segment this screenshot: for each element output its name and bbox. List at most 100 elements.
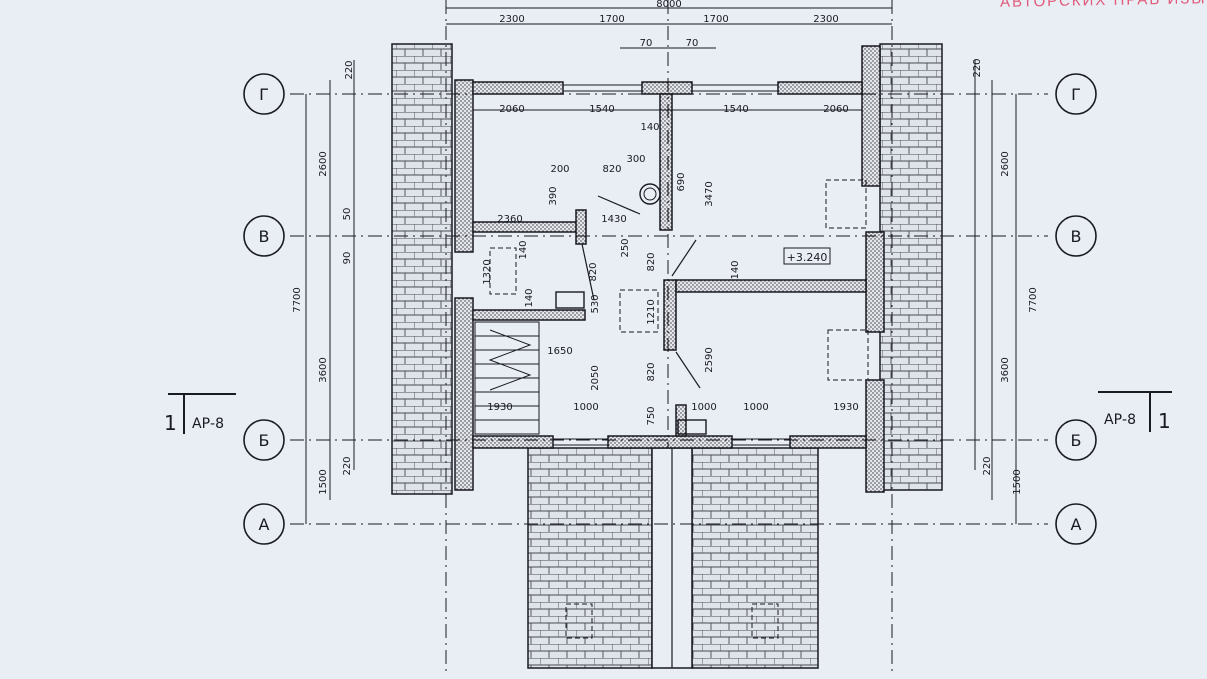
dim-interior-1: 2060 [499, 104, 524, 115]
section-right-sheet: АР-8 [1104, 412, 1136, 428]
dimension-lines [305, 7, 1017, 524]
roof-tiles-bottom-left [527, 447, 653, 669]
dim-right-4: 1500 [1012, 469, 1023, 494]
dim-interior-18: 1320 [482, 259, 493, 284]
staircase [474, 321, 540, 435]
axis-right-4: А [1071, 515, 1082, 534]
wall-mid-left [472, 221, 584, 233]
axis-grid [290, 0, 1048, 675]
chimney-round [639, 183, 661, 205]
dim-interior-9: 390 [548, 186, 559, 205]
sink-left [555, 291, 585, 309]
dim-interior-10: 690 [676, 172, 687, 191]
hatch-dashed-3 [619, 289, 659, 333]
axis-bubbles-left [243, 73, 285, 545]
wall-stair-top [472, 309, 586, 321]
section-left-number: 1 [164, 411, 177, 435]
dim-top-2: 1700 [599, 14, 624, 25]
axis-right-2: В [1071, 227, 1082, 246]
dim-interior-17: 140 [730, 260, 741, 279]
axis-right-1: Г [1071, 85, 1081, 104]
hatch-dashed-5 [565, 603, 593, 639]
exterior-walls [454, 45, 885, 493]
dim-interior-29: 750 [646, 406, 657, 425]
wall-bottom-left [472, 435, 554, 449]
sink-center [677, 419, 707, 435]
dim-right-3: 3600 [1000, 357, 1011, 382]
dim-interior-26: 2590 [704, 347, 715, 372]
dim-interior-31: 1000 [743, 402, 768, 413]
level-mark-box [783, 247, 831, 265]
dim-interior-28: 1000 [573, 402, 598, 413]
dim-interior-15: 820 [588, 262, 599, 281]
wall-right-mid [865, 231, 885, 333]
wall-small-1 [575, 209, 587, 245]
dim-right-total: 7700 [1028, 287, 1039, 312]
dim-left-1: 220 [344, 60, 355, 79]
dim-top-6: 70 [686, 38, 699, 49]
wall-bottom-center [607, 435, 733, 449]
dim-interior-4: 2060 [823, 104, 848, 115]
dim-interior-27: 1930 [487, 402, 512, 413]
dim-interior-14: 250 [620, 238, 631, 257]
wall-right-upper [861, 45, 881, 187]
dim-interior-11: 3470 [704, 181, 715, 206]
dim-left-6: 1500 [318, 469, 329, 494]
dim-interior-16: 140 [518, 240, 529, 259]
dim-right-1: 220 [972, 58, 983, 77]
section-right-number: 1 [1158, 409, 1171, 433]
axis-left-3: Б [259, 431, 270, 450]
wall-left-upper [454, 79, 474, 253]
dim-interior-22: 1210 [646, 299, 657, 324]
dim-interior-19: 140 [524, 288, 535, 307]
axis-left-1: Г [259, 85, 269, 104]
level-mark: +3.240 [787, 251, 828, 264]
dim-interior-6: 200 [550, 164, 569, 175]
wall-mid-right [675, 279, 867, 293]
dim-interior-8: 300 [626, 154, 645, 165]
dim-interior-7: 820 [602, 164, 621, 175]
wall-right-lower [865, 379, 885, 493]
dim-right-5: 220 [982, 456, 993, 475]
dim-left-3: 50 [342, 208, 353, 221]
wall-top-left [472, 81, 564, 95]
wall-left-lower [454, 297, 474, 491]
dim-top-3: 1700 [703, 14, 728, 25]
dim-interior-21: 820 [646, 252, 657, 271]
axis-right-3: Б [1071, 431, 1082, 450]
dim-interior-25: 820 [646, 362, 657, 381]
dim-interior-13: 1430 [601, 214, 626, 225]
wall-bottom-right [789, 435, 867, 449]
dim-interior-23: 1650 [547, 346, 572, 357]
dim-top-5: 70 [640, 38, 653, 49]
section-left-sheet: АР-8 [192, 416, 224, 432]
hatch-dashed-2 [827, 329, 869, 381]
dim-top-1: 2300 [499, 14, 524, 25]
dim-interior-30: 1000 [691, 402, 716, 413]
dim-interior-20: 530 [590, 294, 601, 313]
dim-left-2: 2600 [318, 151, 329, 176]
axis-left-4: А [259, 515, 270, 534]
windows [553, 84, 790, 446]
dim-right-2: 2600 [1000, 151, 1011, 176]
dim-top-total: 8000 [656, 0, 681, 10]
dim-left-5: 3600 [318, 357, 329, 382]
axis-bubbles-right [1055, 73, 1097, 545]
roof-tiles-right [879, 43, 943, 491]
hatch-dashed-6 [751, 603, 779, 639]
wall-top-right [777, 81, 863, 95]
roof-tiles-left [391, 43, 453, 495]
hatch-dashed-1 [825, 179, 867, 229]
dim-interior-3: 1540 [723, 104, 748, 115]
door-swings [581, 195, 701, 389]
axis-left-2: В [259, 227, 270, 246]
dim-interior-12: 2360 [497, 214, 522, 225]
section-mark-left [168, 393, 236, 434]
dim-left-4: 90 [342, 252, 353, 265]
dim-interior-24: 2050 [590, 365, 601, 390]
dim-left-total: 7700 [292, 287, 303, 312]
dim-top-4: 2300 [813, 14, 838, 25]
wall-center-vertical-low [663, 279, 677, 351]
roof-tiles-bottom-right [691, 447, 819, 669]
